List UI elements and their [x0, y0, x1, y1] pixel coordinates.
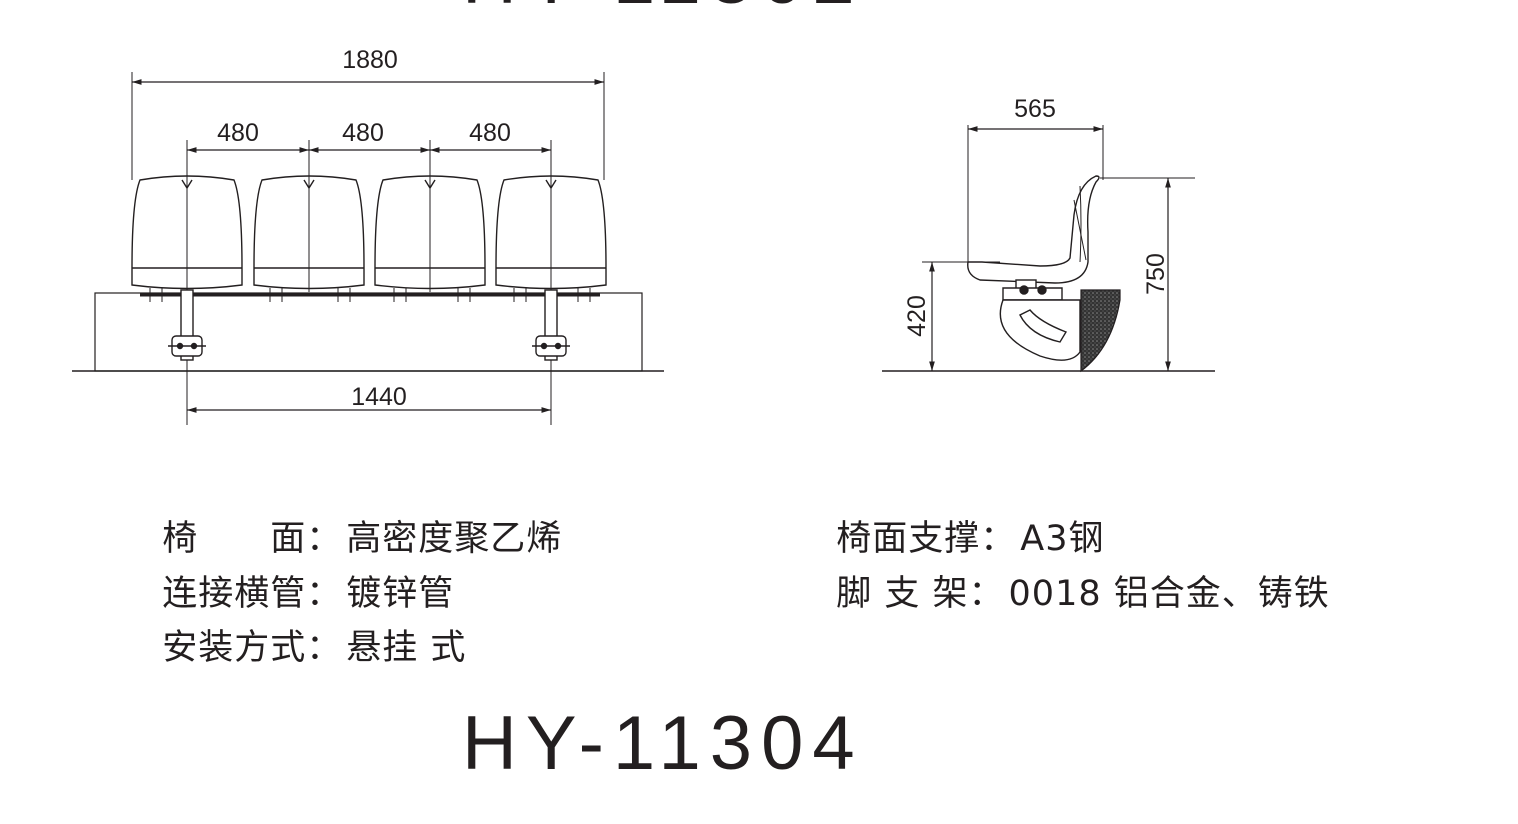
side-bracket: [999, 279, 1081, 361]
spec-value: 悬挂 式: [346, 628, 467, 668]
spec-label: 脚 支 架：: [836, 574, 1005, 614]
spec-value: 镀锌管: [346, 574, 455, 614]
seat-shells: [131, 175, 607, 290]
dim-seat-pitch-3: 480: [469, 119, 511, 147]
spec-label: 椅面支撑：: [836, 519, 1017, 559]
dim-overall-width: 1880: [342, 46, 398, 74]
previous-model-title-cropped: HY-11302: [462, 0, 864, 16]
spec-label: 安装方式：: [162, 628, 343, 668]
dim-height: 750: [1142, 253, 1170, 295]
dim-seat-height: 420: [903, 295, 931, 337]
spec-seat-material: 椅 面：高密度聚乙烯: [138, 487, 562, 557]
spec-value: 0018 铝合金、铸铁: [1008, 574, 1330, 614]
model-number: HY-11304: [462, 701, 864, 786]
wall-section: [1080, 289, 1121, 373]
seat-top-markers: [181, 179, 557, 190]
seat-profile: [967, 175, 1100, 284]
mount-bracket-left: [168, 289, 206, 361]
dim-depth: 565: [1014, 95, 1056, 123]
spec-label: 连接横管：: [162, 574, 343, 614]
front-view: [72, 72, 664, 425]
spec-seat-support: 椅面支撑：A3钢: [812, 487, 1105, 557]
spec-connecting-tube: 连接横管：镀锌管: [138, 542, 454, 612]
wall-block: [94, 292, 643, 372]
spec-value: A3钢: [1020, 519, 1105, 559]
spec-installation: 安装方式：悬挂 式: [138, 596, 466, 666]
spec-leg-bracket: 脚 支 架：0018 铝合金、铸铁: [812, 542, 1330, 612]
beam-clamps: [149, 288, 591, 302]
dim-seat-pitch-2: 480: [342, 119, 384, 147]
dim-mount-spacing: 1440: [351, 383, 407, 411]
side-view: [882, 125, 1215, 373]
dim-seat-pitch-1: 480: [217, 119, 259, 147]
spec-value: 高密度聚乙烯: [346, 519, 563, 559]
mount-bracket-right: [532, 289, 570, 361]
spec-label: 椅 面：: [162, 519, 343, 559]
